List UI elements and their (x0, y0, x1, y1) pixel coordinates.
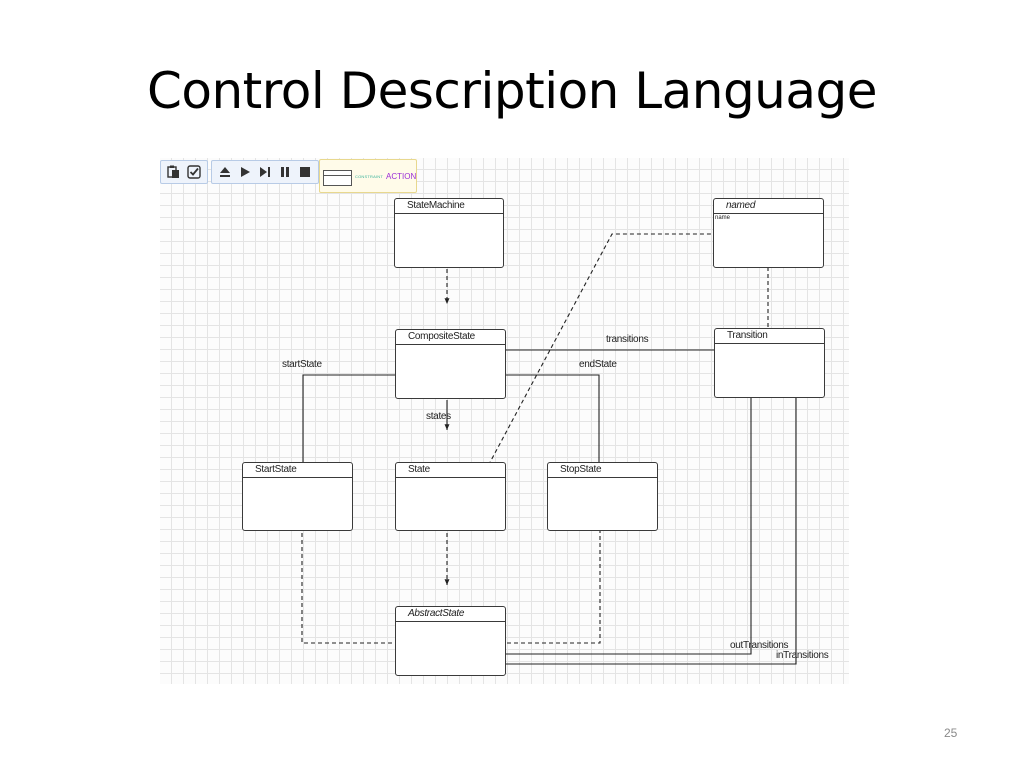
node-stopstate[interactable]: StopState (547, 462, 658, 531)
slide-title: Control Description Language (146, 62, 878, 120)
node-compositestate-title: CompositeState (396, 330, 505, 345)
node-abstractstate[interactable]: AbstractState (395, 606, 506, 676)
node-state-title: State (396, 463, 505, 478)
node-abstractstate-title: AbstractState (396, 607, 505, 622)
palette-constraint[interactable]: CONSTRAINT (355, 174, 383, 179)
node-compositestate[interactable]: CompositeState (395, 329, 506, 399)
play-icon[interactable] (237, 164, 253, 180)
node-transition[interactable]: Transition (714, 328, 825, 398)
edge-label-startstate: startState (282, 359, 322, 370)
stop-icon[interactable] (297, 164, 313, 180)
edge-label-intransitions: inTransitions (776, 650, 829, 661)
pause-icon[interactable] (277, 164, 293, 180)
edge-label-transitions: transitions (606, 334, 649, 345)
node-startstate[interactable]: StartState (242, 462, 353, 531)
edge-label-outtransitions: outTransitions (730, 640, 789, 651)
node-statemachine[interactable]: StateMachine (394, 198, 504, 268)
edge-label-states: states (426, 411, 451, 422)
node-named-title: named (714, 199, 823, 214)
node-named[interactable]: named name (713, 198, 824, 268)
node-startstate-title: StartState (243, 463, 352, 478)
palette-state-shape[interactable] (323, 170, 352, 186)
edit-toolbar-group (160, 160, 208, 184)
eject-icon[interactable] (217, 164, 233, 180)
palette-action[interactable]: ACTION (386, 172, 417, 181)
slide-page-number: 25 (944, 726, 958, 740)
paste-icon[interactable] (166, 164, 182, 180)
edge-label-endstate: endState (579, 359, 617, 370)
node-state[interactable]: State (395, 462, 506, 531)
node-statemachine-title: StateMachine (395, 199, 503, 214)
element-palette: CONSTRAINT ACTION (319, 159, 417, 193)
node-transition-title: Transition (715, 329, 824, 344)
node-named-attribute: name (715, 215, 731, 221)
node-stopstate-title: StopState (548, 463, 657, 478)
run-toolbar-group (211, 160, 319, 184)
diagram-toolbar (160, 160, 319, 184)
step-icon[interactable] (257, 164, 273, 180)
validate-icon[interactable] (186, 164, 202, 180)
